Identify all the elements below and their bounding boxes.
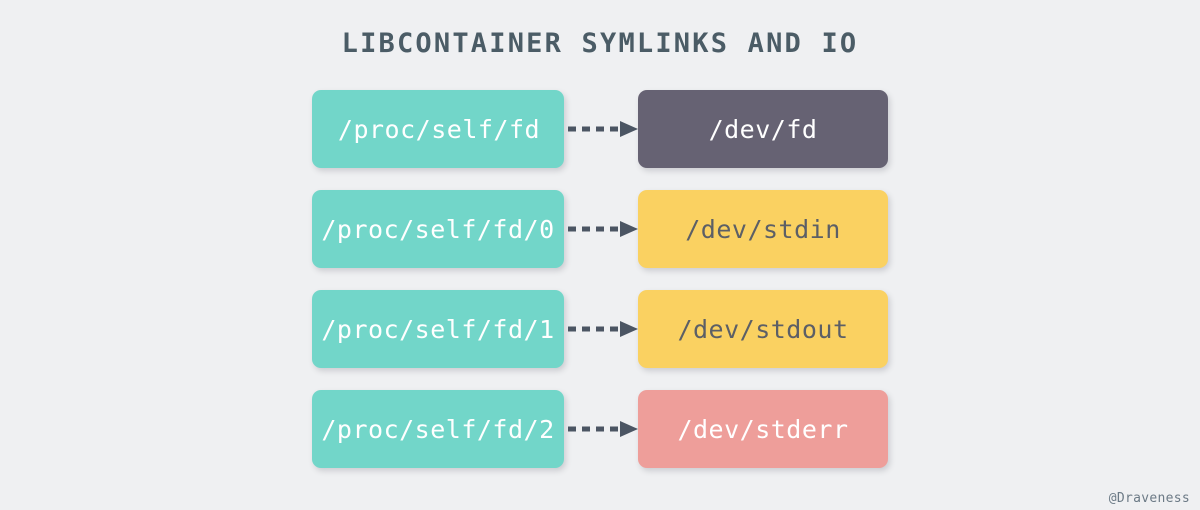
- target-node-dev-stdout[interactable]: /dev/stdout: [638, 290, 888, 368]
- source-node-label: /proc/self/fd/0: [321, 214, 555, 244]
- dashed-arrow-right-icon: [566, 118, 640, 140]
- target-node-label: /dev/stdin: [685, 214, 841, 244]
- target-node-dev-stdin[interactable]: /dev/stdin: [638, 190, 888, 268]
- source-node-label: /proc/self/fd/1: [321, 314, 555, 344]
- source-node-proc-self-fd-2[interactable]: /proc/self/fd/2: [312, 390, 564, 468]
- dashed-arrow-right-icon: [566, 318, 640, 340]
- target-node-label: /dev/fd: [708, 114, 818, 144]
- target-node-dev-fd[interactable]: /dev/fd: [638, 90, 888, 168]
- mapping-row: /proc/self/fd/0 /dev/stdin: [0, 190, 1200, 290]
- mapping-row: /proc/self/fd /dev/fd: [0, 90, 1200, 190]
- source-node-label: /proc/self/fd/2: [321, 414, 555, 444]
- dashed-arrow-right-icon: [566, 218, 640, 240]
- target-node-dev-stderr[interactable]: /dev/stderr: [638, 390, 888, 468]
- source-node-proc-self-fd[interactable]: /proc/self/fd: [312, 90, 564, 168]
- target-node-label: /dev/stderr: [677, 414, 849, 444]
- mapping-row: /proc/self/fd/2 /dev/stderr: [0, 390, 1200, 490]
- source-node-proc-self-fd-1[interactable]: /proc/self/fd/1: [312, 290, 564, 368]
- source-node-label: /proc/self/fd: [337, 114, 541, 144]
- source-node-proc-self-fd-0[interactable]: /proc/self/fd/0: [312, 190, 564, 268]
- watermark: @Draveness: [1108, 491, 1190, 506]
- symlink-mapping-list: /proc/self/fd /dev/fd /proc/self/fd/0: [0, 90, 1200, 490]
- mapping-row: /proc/self/fd/1 /dev/stdout: [0, 290, 1200, 390]
- target-node-label: /dev/stdout: [677, 314, 849, 344]
- dashed-arrow-right-icon: [566, 418, 640, 440]
- page-title: LIBCONTAINER SYMLINKS AND IO: [341, 28, 859, 59]
